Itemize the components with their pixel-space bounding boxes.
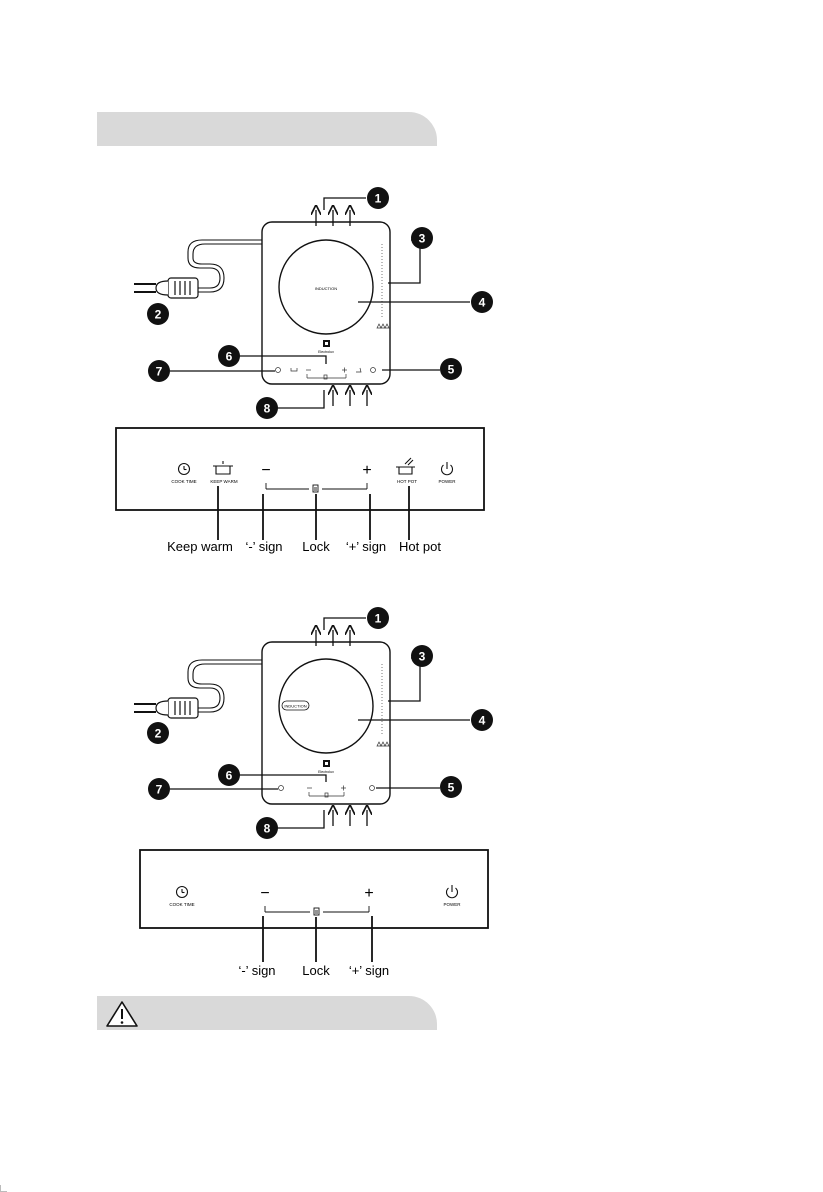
caption-plus-sign: ‘+’ sign (346, 539, 386, 554)
callout-3: 3 (411, 227, 433, 249)
minus-button[interactable]: − (260, 885, 269, 902)
control-panel-model-1: COOK TIME KEEP WARM − + HOT POT POWER (116, 428, 484, 554)
svg-text:4: 4 (479, 714, 486, 728)
hot-pot-button[interactable]: HOT POT (397, 479, 417, 484)
callout-6: 6 (218, 345, 240, 367)
callout-4: 4 (471, 291, 493, 313)
callout-4: 4 (471, 709, 493, 731)
callout-7: 7 (148, 360, 170, 382)
svg-text:7: 7 (156, 365, 163, 379)
svg-text:8: 8 (264, 822, 271, 836)
minus-button[interactable]: − (261, 462, 270, 479)
callout-7: 7 (148, 778, 170, 800)
callout-2: 2 (147, 722, 169, 744)
callout-6: 6 (218, 764, 240, 786)
svg-text:6: 6 (226, 769, 233, 783)
svg-text:4: 4 (479, 296, 486, 310)
callout-8: 8 (256, 397, 278, 419)
svg-text:7: 7 (156, 783, 163, 797)
cooking-zone-label: INDUCTION (315, 286, 337, 291)
callout-5: 5 (440, 358, 462, 380)
power-cord (188, 660, 262, 712)
power-cord (188, 240, 262, 292)
callout-2: 2 (147, 303, 169, 325)
cook-time-button[interactable]: COOK TIME (169, 902, 194, 907)
callout-5: 5 (440, 776, 462, 798)
caption-lock: Lock (302, 539, 330, 554)
control-panel-frame (140, 850, 488, 928)
caption-minus-sign: ‘-’ sign (245, 539, 282, 554)
svg-text:5: 5 (448, 781, 455, 795)
callout-8: 8 (256, 817, 278, 839)
plus-button[interactable]: + (362, 462, 371, 479)
svg-text:1: 1 (375, 612, 382, 626)
svg-text:2: 2 (155, 308, 162, 322)
plug-icon (134, 698, 198, 718)
cook-time-button[interactable]: COOK TIME (171, 479, 196, 484)
power-button[interactable]: POWER (443, 902, 461, 907)
air-outlet-arrows-bottom (276, 810, 367, 828)
caption-plus-sign: ‘+’ sign (349, 963, 389, 978)
caption-minus-sign: ‘-’ sign (238, 963, 275, 978)
power-button[interactable]: POWER (438, 479, 456, 484)
cooking-zone-label: INDUCTION (284, 704, 306, 709)
brand-name: Electrolux (318, 770, 334, 774)
keep-warm-button[interactable]: KEEP WARM (210, 479, 238, 484)
brand-name: Electrolux (318, 350, 334, 354)
svg-text:6: 6 (226, 350, 233, 364)
plug-icon (134, 278, 198, 298)
svg-text:3: 3 (419, 650, 426, 664)
control-panel-frame (116, 428, 484, 510)
callout-1: 1 (367, 607, 389, 629)
svg-text:3: 3 (419, 232, 426, 246)
hob-model-1: INDUCTION Electrolux (134, 187, 493, 419)
control-panel-model-2: COOK TIME − + POWER ‘-’ sign Lock ‘+’ si… (140, 850, 488, 978)
plus-button[interactable]: + (364, 885, 373, 902)
svg-text:8: 8 (264, 402, 271, 416)
caption-hot-pot: Hot pot (399, 539, 441, 554)
callout-1: 1 (367, 187, 389, 209)
caption-keep-warm: Keep warm (167, 539, 233, 554)
callout-3: 3 (411, 645, 433, 667)
svg-text:1: 1 (375, 192, 382, 206)
svg-text:2: 2 (155, 727, 162, 741)
caption-lock: Lock (302, 963, 330, 978)
air-outlet-arrows-bottom (276, 390, 367, 408)
crop-mark (0, 1185, 7, 1192)
svg-text:5: 5 (448, 363, 455, 377)
hob-model-2: INDUCTION Electrolux (134, 607, 493, 839)
